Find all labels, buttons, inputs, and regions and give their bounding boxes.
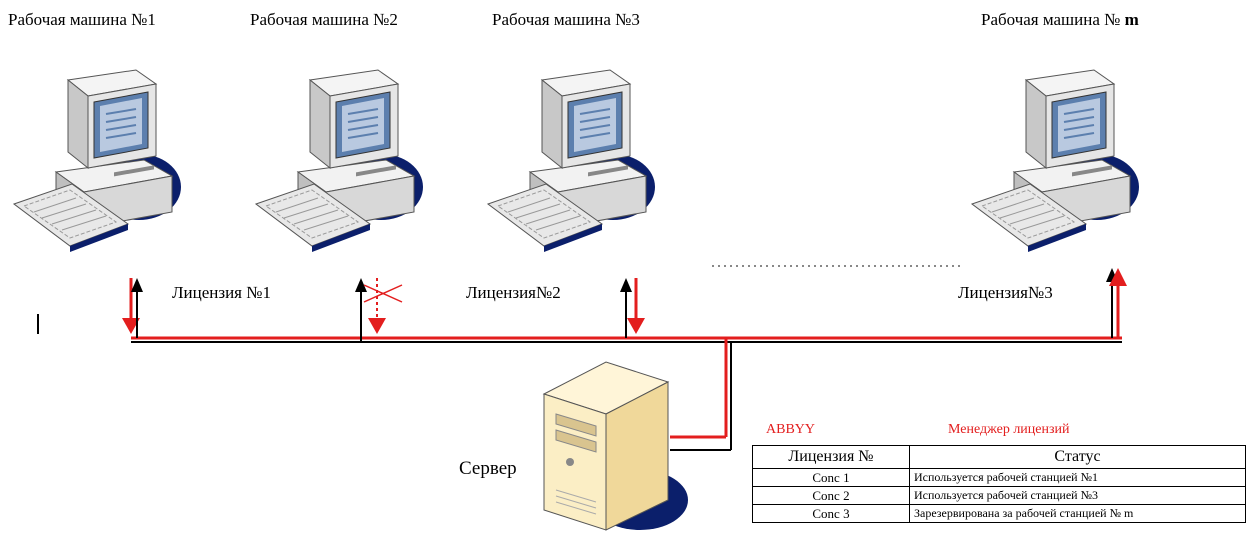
- machine-1-label: Рабочая машина №1: [8, 10, 156, 29]
- manager-brand: ABBYY: [766, 422, 816, 437]
- license-table: Лицензия № Статус Conc 1 Используется ра…: [752, 445, 1246, 523]
- table-row: Conc 1 Используется рабочей станцией №1: [752, 468, 1246, 487]
- workstation-3-icon: [487, 69, 656, 253]
- workstation-1-icon: [13, 69, 182, 253]
- machine-3-label: Рабочая машина №3: [492, 10, 640, 29]
- row-status: Зарезервирована за рабочей станцией № m: [909, 504, 1246, 523]
- machine-2-label: Рабочая машина №2: [250, 10, 398, 29]
- table-row: Conc 2 Используется рабочей станцией №3: [752, 486, 1246, 505]
- row-license: Conc 2: [752, 486, 910, 505]
- server-icon: [542, 361, 688, 531]
- row-status: Используется рабочей станцией №1: [909, 468, 1246, 487]
- header-status: Статус: [909, 445, 1246, 469]
- workstation-m-icon: [971, 69, 1140, 253]
- header-license: Лицензия №: [752, 445, 910, 469]
- ws2-license-arrows: [355, 278, 403, 342]
- workstation-2-icon: [255, 69, 424, 253]
- server-label: Сервер: [459, 458, 517, 479]
- license-table-header: Лицензия № Статус: [752, 445, 1246, 469]
- license-3-label: Лицензия№3: [958, 283, 1053, 302]
- row-status: Используется рабочей станцией №3: [909, 486, 1246, 505]
- wsm-license-arrows: [1106, 268, 1127, 286]
- machine-m-label-suffix: m: [1124, 10, 1139, 29]
- machine-m-label: Рабочая машина № m: [981, 10, 1139, 30]
- machine-m-label-prefix: Рабочая машина №: [981, 10, 1125, 29]
- license-1-label: Лицензия №1: [172, 283, 271, 302]
- row-license: Conc 3: [752, 504, 910, 523]
- row-license: Conc 1: [752, 468, 910, 487]
- ws3-license-arrows: [620, 278, 645, 338]
- text-cursor: [37, 314, 39, 334]
- ws1-license-arrows: [122, 278, 143, 338]
- table-row: Conc 3 Зарезервирована за рабочей станци…: [752, 504, 1246, 523]
- license-2-label: Лицензия№2: [466, 283, 561, 302]
- manager-title: Менеджер лицензий: [948, 422, 1070, 437]
